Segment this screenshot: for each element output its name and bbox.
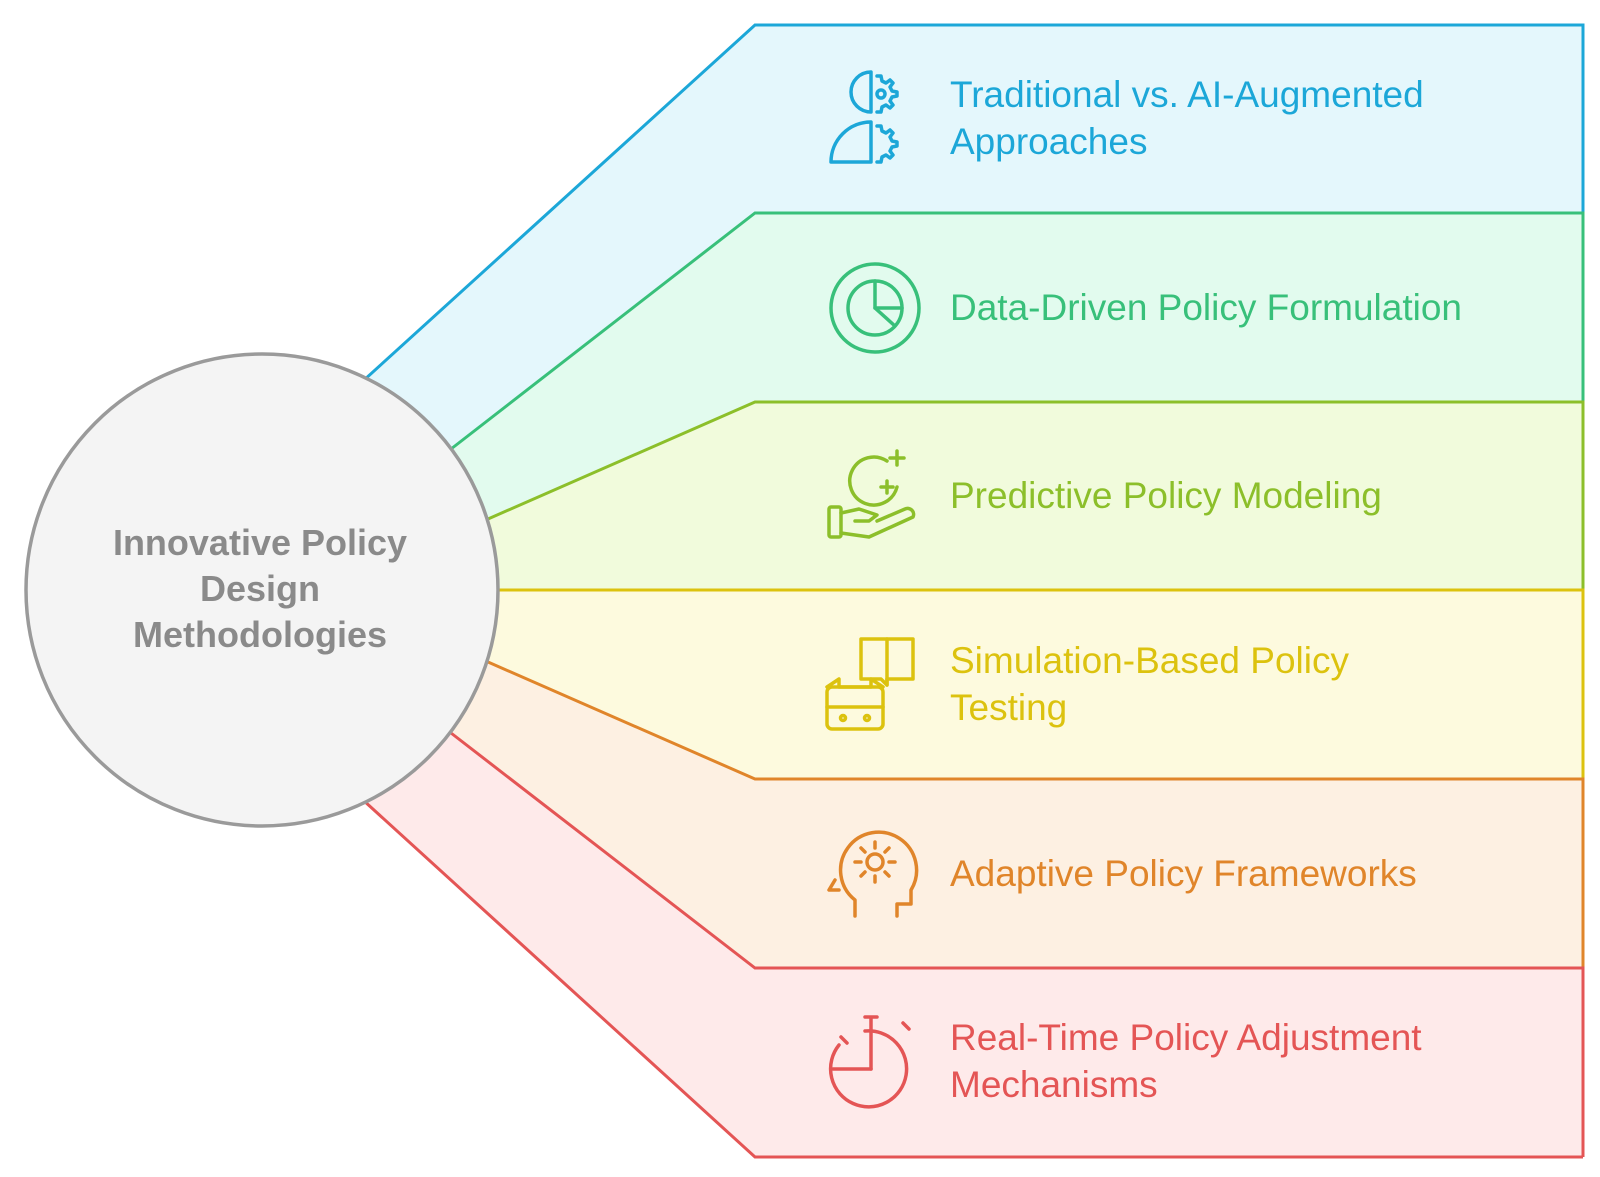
- item-label-line: Approaches: [950, 121, 1148, 162]
- band-fill-real-time-adjustment: [363, 733, 1583, 1157]
- band-outline-adaptive-frameworks: [487, 660, 1585, 968]
- hub-title-line-2: Design: [199, 568, 321, 609]
- hub-title-line-1: Innovative Policy: [112, 522, 408, 563]
- band-outline-bottom-edge: [361, 798, 1583, 1159]
- band-fill-predictive-modeling: [488, 402, 1583, 590]
- item-label-line: Adaptive Policy Frameworks: [950, 853, 1417, 894]
- bands-layer: [361, 23, 1585, 1159]
- pie-chart-circle-icon: [829, 262, 921, 354]
- hub-title-line-3: Methodologies: [133, 614, 387, 655]
- item-label-line: Data-Driven Policy Formulation: [950, 287, 1463, 328]
- band-outline-predictive-modeling: [487, 400, 1585, 590]
- band-fill-simulation-testing: [488, 590, 1583, 779]
- hub-circle: [24, 352, 500, 828]
- hub-title: Innovative Policy Design Methodologies: [70, 520, 450, 658]
- band-outline-traditional-vs-ai: [361, 23, 1585, 383]
- hand-holding-growth-icon: [827, 449, 916, 539]
- item-label-adaptive-frameworks: Adaptive Policy Frameworks: [950, 850, 1570, 897]
- band-fill-adaptive-frameworks: [451, 662, 1583, 968]
- item-label-predictive-modeling: Predictive Policy Modeling: [950, 472, 1570, 519]
- stopwatch-icon: [828, 1015, 911, 1109]
- item-label-line: Testing: [950, 687, 1068, 728]
- item-label-line: Simulation-Based Policy: [950, 640, 1349, 681]
- item-label-data-driven: Data-Driven Policy Formulation: [950, 284, 1570, 331]
- band-outline-real-time-adjustment: [450, 731, 1585, 1157]
- item-label-line: Traditional vs. AI-Augmented: [950, 74, 1424, 115]
- gear-split-person-icon: [829, 70, 899, 164]
- icons-layer: [825, 70, 921, 1109]
- head-gear-icon: [827, 830, 919, 918]
- item-label-line: Predictive Policy Modeling: [950, 475, 1382, 516]
- item-label-real-time-adjustment: Real-Time Policy Adjustment Mechanisms: [950, 1014, 1570, 1108]
- item-label-traditional-vs-ai: Traditional vs. AI-Augmented Approaches: [950, 71, 1570, 165]
- band-fill-data-driven: [451, 213, 1583, 519]
- item-label-line: Mechanisms: [950, 1064, 1158, 1105]
- book-and-robot-icon: [825, 637, 915, 731]
- item-label-simulation-testing: Simulation-Based Policy Testing: [950, 637, 1570, 731]
- band-outline-data-driven: [450, 211, 1585, 451]
- band-fill-traditional-vs-ai: [363, 25, 1583, 449]
- item-label-line: Real-Time Policy Adjustment: [950, 1017, 1422, 1058]
- band-outline-simulation-testing: [495, 588, 1585, 779]
